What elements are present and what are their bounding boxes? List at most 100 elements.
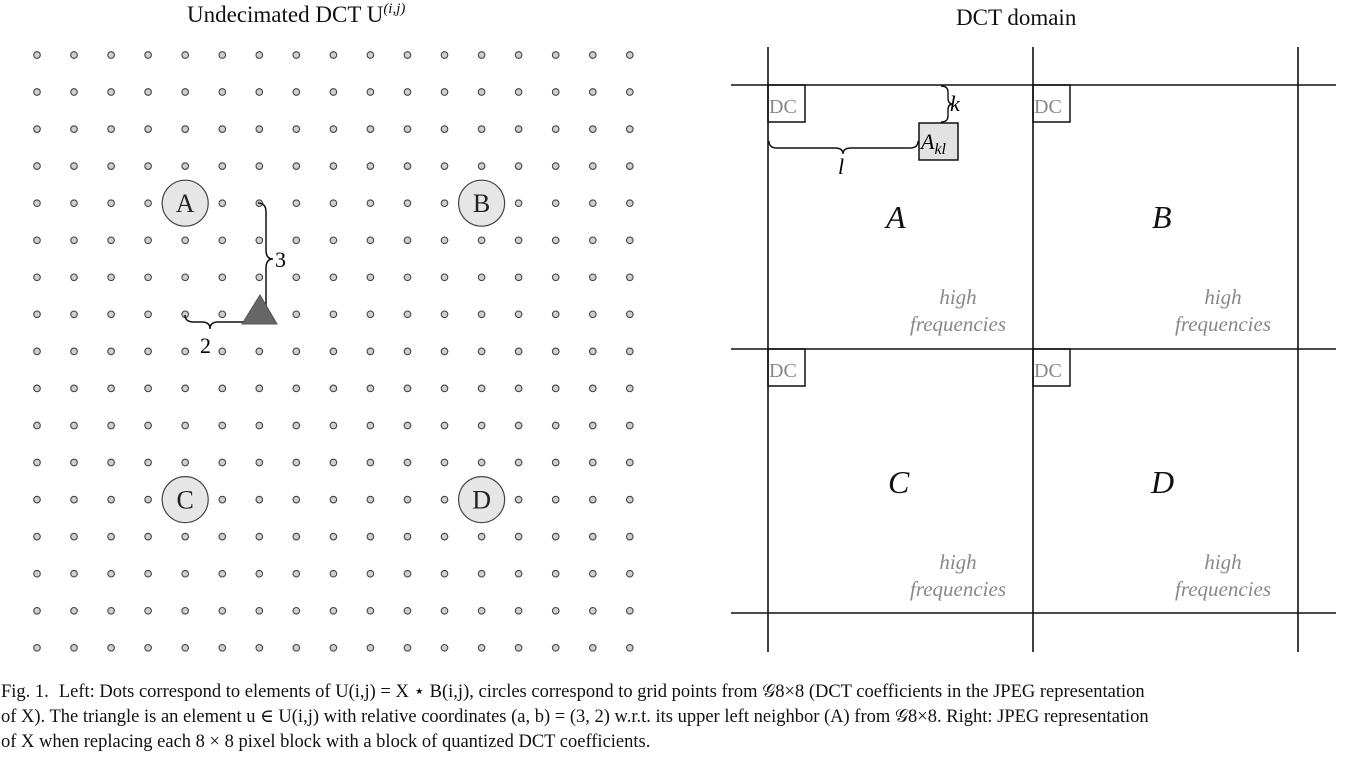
grid-dot <box>181 347 190 356</box>
grid-dot <box>366 347 375 356</box>
brace-k <box>940 85 954 123</box>
grid-dot <box>551 569 560 578</box>
grid-dot <box>181 421 190 430</box>
grid-dot <box>292 569 301 578</box>
dc-box-b: DC <box>1032 84 1071 123</box>
grid-dot <box>292 162 301 170</box>
grid-dot <box>33 51 41 59</box>
grid-dot <box>181 88 190 96</box>
grid-dot <box>107 458 115 467</box>
grid-dot <box>70 162 78 170</box>
grid-dot <box>33 421 41 430</box>
grid-dot <box>107 495 115 504</box>
grid-dot <box>625 569 634 578</box>
right-panel: DCT domain DC DC DC DC Akl k <box>731 5 1336 652</box>
grid-dot <box>625 495 634 504</box>
grid-dot <box>33 88 41 96</box>
grid-dot <box>70 569 78 578</box>
grid-dot <box>144 643 152 652</box>
grid-dot <box>33 236 41 245</box>
grid-dot <box>588 532 597 541</box>
grid-dot <box>255 532 264 541</box>
block-name-d: D <box>1150 464 1174 500</box>
grid-dot <box>366 51 375 59</box>
grid-dot <box>218 199 227 208</box>
grid-dot <box>144 347 152 356</box>
grid-dot <box>144 458 152 467</box>
grid-dot <box>218 532 227 541</box>
grid-dot <box>292 310 301 319</box>
grid-dot <box>551 643 560 652</box>
high-frequencies-d: high frequencies <box>1175 550 1271 601</box>
grid-dot <box>255 643 264 652</box>
hf-line2: frequencies <box>1175 577 1271 601</box>
grid-dot <box>329 495 338 504</box>
grid-dot <box>107 273 115 282</box>
grid-dot <box>70 458 78 467</box>
grid-dot <box>625 162 634 170</box>
dc-label: DC <box>769 96 797 118</box>
grid-dot <box>440 310 449 319</box>
dc-box-a: DC <box>767 84 806 123</box>
grid-dot <box>255 384 264 393</box>
grid-dot <box>551 532 560 541</box>
grid-dot <box>144 273 152 282</box>
dc-label: DC <box>769 360 797 382</box>
grid-dot <box>292 273 301 282</box>
grid-dot <box>292 384 301 393</box>
brace-horizontal-label: 2 <box>200 333 211 358</box>
grid-dot <box>514 421 523 430</box>
grid-dot <box>292 421 301 430</box>
hf-line2: frequencies <box>910 577 1006 601</box>
grid-dot <box>440 199 449 208</box>
grid-dot <box>144 51 152 59</box>
grid-dot <box>477 458 486 467</box>
grid-dot <box>514 347 523 356</box>
grid-dot <box>477 88 486 96</box>
grid-dot <box>218 347 227 356</box>
grid-dot <box>144 495 152 504</box>
grid-dot <box>440 384 449 393</box>
grid-dot <box>588 273 597 282</box>
grid-dot <box>70 310 78 319</box>
grid-dot <box>144 88 152 96</box>
grid-dot <box>477 569 486 578</box>
grid-dot <box>366 273 375 282</box>
grid-dot <box>144 125 152 133</box>
grid-dot <box>625 532 634 541</box>
grid-point-circle-a <box>161 179 209 227</box>
grid-dot <box>70 384 78 393</box>
grid-dot <box>181 236 190 245</box>
grid-dot <box>625 236 634 245</box>
grid-dot <box>477 310 486 319</box>
grid-dot <box>144 162 152 170</box>
grid-dot <box>625 199 634 208</box>
grid-dot <box>292 606 301 615</box>
grid-dot <box>70 199 78 208</box>
grid-dot <box>514 273 523 282</box>
grid-dot <box>329 569 338 578</box>
grid-dot <box>366 421 375 430</box>
grid-dot <box>70 495 78 504</box>
grid-dot <box>477 236 486 245</box>
grid-dot <box>292 347 301 356</box>
grid-dot <box>366 532 375 541</box>
grid-dot <box>329 643 338 652</box>
grid-dot <box>33 569 41 578</box>
grid-dot <box>477 606 486 615</box>
grid-dot <box>70 236 78 245</box>
grid-dot <box>33 310 41 319</box>
grid-dot <box>70 88 78 96</box>
grid-dot <box>329 347 338 356</box>
grid-dot <box>181 606 190 615</box>
grid-dot <box>144 236 152 245</box>
grid-dot <box>292 643 301 652</box>
grid-dot <box>514 125 523 133</box>
block-name-b: B <box>1152 199 1172 235</box>
grid-dot <box>403 88 412 96</box>
grid-dot <box>33 347 41 356</box>
grid-dot <box>551 458 560 467</box>
coefficient-label-sub: kl <box>934 141 946 158</box>
grid-dot <box>403 125 412 133</box>
